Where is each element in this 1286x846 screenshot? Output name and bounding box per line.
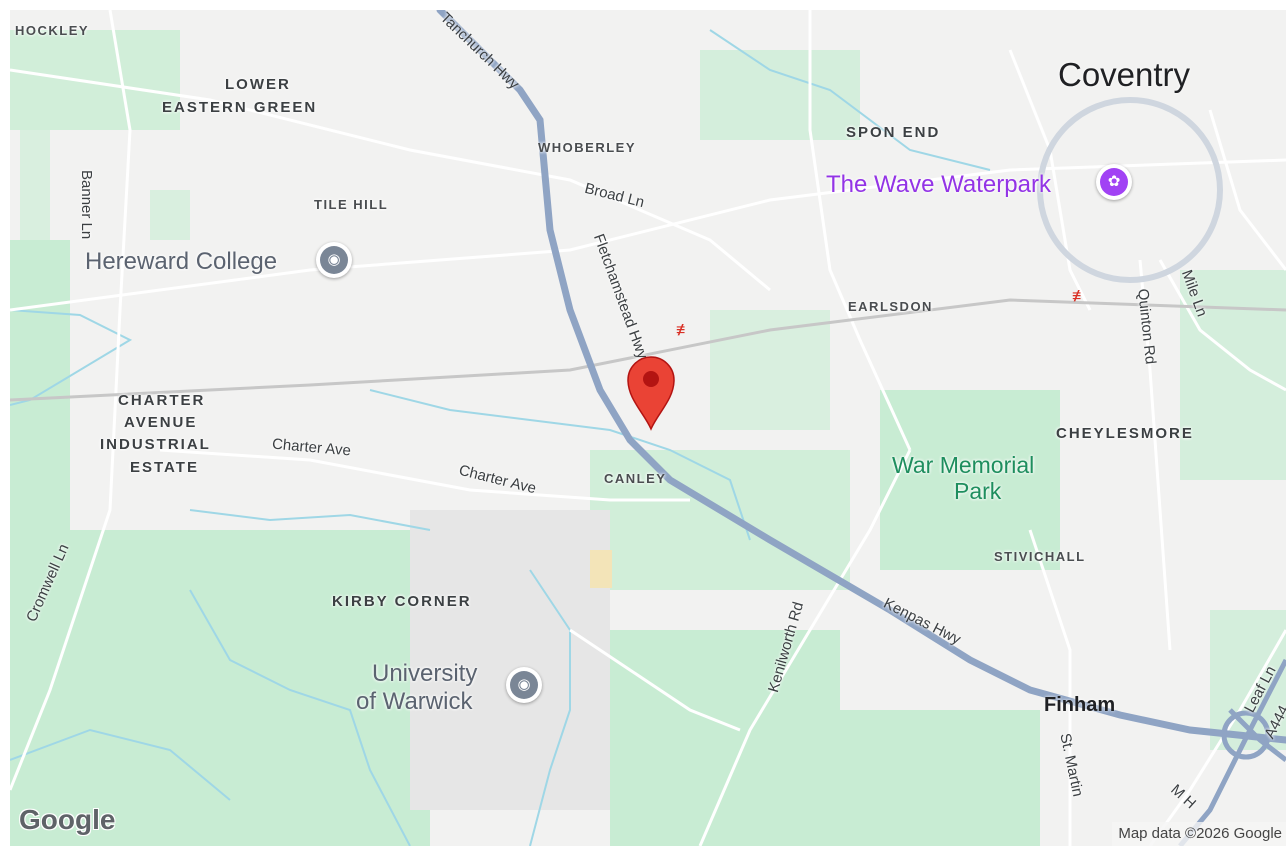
green-area (840, 710, 1040, 846)
area-label-kirby-corner: KIRBY CORNER (332, 593, 472, 610)
green-area (70, 620, 400, 846)
ring-road (1037, 97, 1223, 283)
railway-line (10, 298, 1286, 402)
area-label-charter: CHARTER (118, 392, 206, 409)
stream (709, 29, 991, 171)
road-line (1148, 629, 1286, 846)
poi-label-hereward-college[interactable]: Hereward College (85, 248, 278, 275)
road-line (698, 449, 912, 846)
stream (10, 728, 231, 801)
junction (1221, 710, 1271, 760)
school-icon[interactable]: ◉ (506, 667, 542, 703)
green-area (1180, 270, 1286, 480)
green-area (610, 630, 840, 846)
road-line (10, 10, 132, 791)
poi-label-university-line1[interactable]: University (372, 660, 478, 687)
area-label-estate: ESTATE (130, 459, 199, 476)
area-label-tile-hill: TILE HILL (314, 197, 389, 212)
stream (189, 589, 411, 846)
green-area (590, 450, 850, 590)
campus-building (590, 550, 612, 588)
poi-label-the-wave-waterpark[interactable]: The Wave Waterpark (826, 171, 1051, 198)
stream (10, 309, 133, 406)
area-label-avenue: AVENUE (124, 414, 198, 431)
area-label-spon-end: SPON END (846, 124, 941, 141)
park-label-line1[interactable]: War Memorial (892, 452, 1035, 478)
area-label-industrial: INDUSTRIAL (100, 436, 211, 453)
green-area (20, 130, 50, 250)
railway-station-icon[interactable]: ≢ (1072, 288, 1088, 305)
waterpark-icon[interactable]: ✿ (1096, 164, 1132, 200)
road-line (1008, 49, 1092, 311)
stream (529, 569, 571, 846)
area-label-cheylesmore: CHEYLESMORE (1056, 425, 1194, 442)
road-line (10, 158, 1286, 312)
highway-line (1228, 708, 1286, 762)
area-label-stivichall: STIVICHALL (994, 549, 1086, 564)
park-label-line2[interactable]: Park (954, 478, 1002, 504)
railway-station-icon[interactable]: ≢ (676, 322, 692, 339)
poi-label-university-line2[interactable]: of Warwick (356, 688, 473, 715)
stream (189, 509, 431, 531)
map-canvas[interactable]: HOCKLEY LOWER EASTERN GREEN WHOBERLEY SP… (10, 10, 1286, 846)
road-line (808, 10, 912, 451)
map-base-layer (10, 10, 1286, 846)
green-area (880, 390, 1060, 570)
road-line (569, 628, 741, 732)
area-label-earlsdon: EARLSDON (848, 299, 933, 314)
city-label: Coventry (1058, 56, 1191, 93)
campus-area (410, 510, 610, 810)
area-label-canley: CANLEY (604, 471, 667, 486)
area-label-eastern-green: EASTERN GREEN (162, 99, 318, 116)
town-label-finham: Finham (1044, 694, 1116, 716)
road-line (1028, 529, 1072, 846)
google-logo[interactable]: Google (19, 804, 116, 835)
green-area (150, 190, 190, 240)
road-label-banner-ln: Banner Ln (78, 170, 95, 240)
road-line (10, 68, 771, 292)
school-icon[interactable]: ◉ (316, 242, 352, 278)
area-label-whoberley: WHOBERLEY (538, 140, 636, 155)
stream (369, 389, 751, 541)
area-label-lower: LOWER (225, 76, 291, 93)
green-area (700, 50, 860, 140)
map-attribution[interactable]: Map data ©2026 Google (1112, 822, 1286, 846)
green-area (10, 30, 180, 130)
road-line (159, 448, 690, 502)
map-pin-icon[interactable] (624, 353, 678, 431)
road-line (1158, 259, 1286, 392)
area-label-hockley: HOCKLEY (15, 23, 90, 38)
highway-line (436, 10, 1286, 744)
road-line (1208, 109, 1286, 271)
green-area (710, 310, 830, 430)
road-line (1138, 259, 1172, 651)
